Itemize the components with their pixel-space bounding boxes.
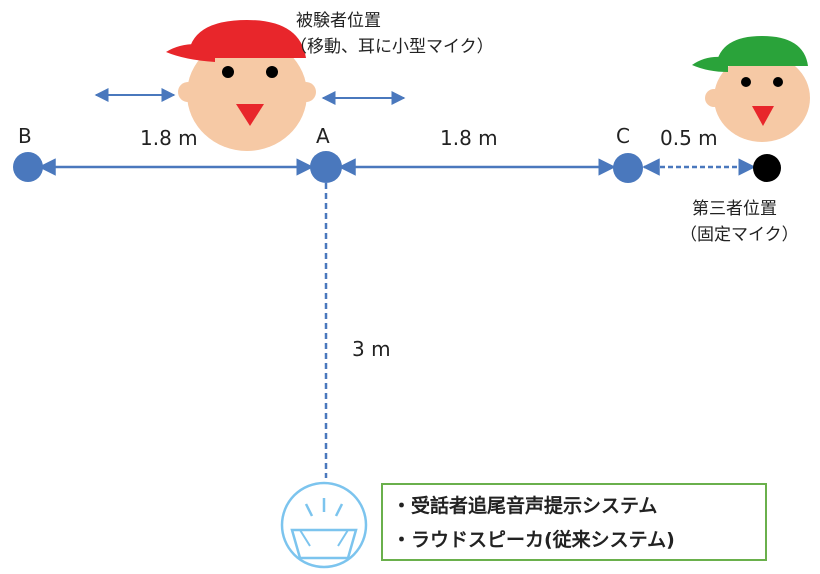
third-person-cap bbox=[692, 36, 808, 72]
subject-left-eye bbox=[222, 66, 234, 78]
third-person-left-eye bbox=[741, 77, 751, 87]
point-b-node bbox=[13, 152, 43, 182]
subject-nose bbox=[236, 104, 264, 126]
point-a-label: A bbox=[316, 124, 330, 148]
subject-label-line2: （移動、耳に小型マイク） bbox=[290, 37, 494, 57]
third-person-label-line2: （固定マイク） bbox=[680, 225, 799, 245]
legend-item-loudspeaker: ・ラウドスピーカ(従来システム) bbox=[392, 528, 675, 551]
distance-b-a-label: 1.8 m bbox=[140, 126, 198, 150]
distance-a-c-label: 1.8 m bbox=[440, 126, 498, 150]
legend-box bbox=[381, 483, 767, 561]
point-c-node bbox=[613, 153, 643, 183]
third-person-face bbox=[714, 54, 810, 142]
subject-right-eye bbox=[266, 66, 278, 78]
subject-cap bbox=[166, 20, 306, 62]
third-person-mic-node bbox=[753, 154, 781, 182]
third-person-figure bbox=[692, 36, 810, 142]
distance-a-speaker-label: 3 m bbox=[352, 337, 391, 361]
subject-face bbox=[187, 37, 307, 151]
third-person-label-line1: 第三者位置 bbox=[692, 199, 777, 219]
point-b-label: B bbox=[18, 124, 32, 148]
point-a-node bbox=[310, 151, 342, 183]
subject-label-line1: 被験者位置 bbox=[296, 11, 381, 31]
legend-item-tracking-system: ・受話者追尾音声提示システム bbox=[392, 494, 657, 517]
third-person-right-eye bbox=[773, 77, 783, 87]
distance-c-third-label: 0.5 m bbox=[660, 126, 718, 150]
third-person-nose bbox=[752, 106, 774, 126]
loudspeaker-icon bbox=[280, 481, 368, 569]
subject-figure bbox=[94, 20, 406, 151]
point-c-label: C bbox=[616, 124, 630, 148]
